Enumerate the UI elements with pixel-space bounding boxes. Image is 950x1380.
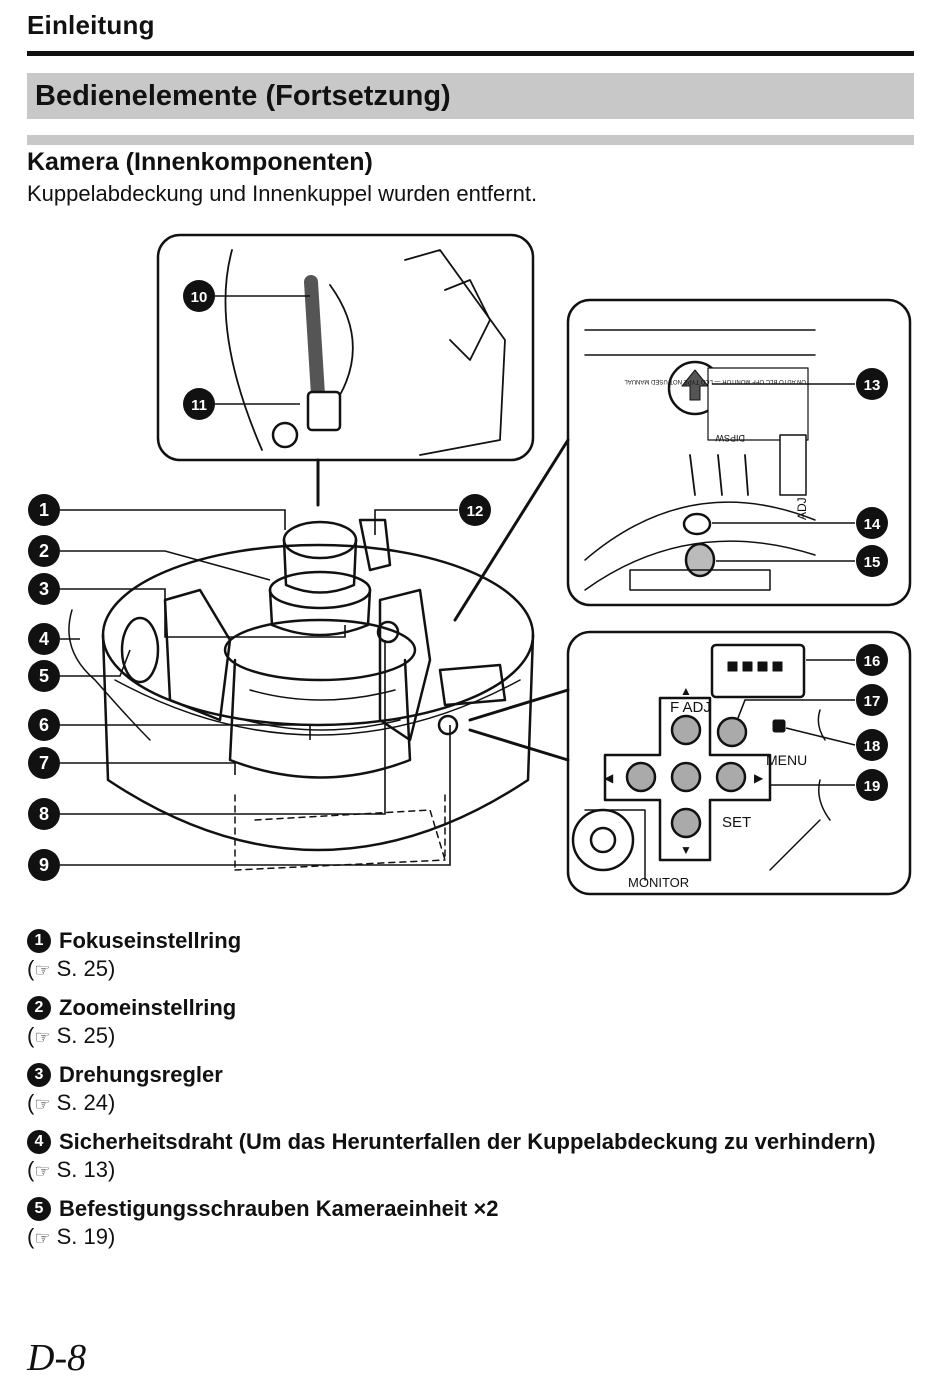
subsection-description: Kuppelabdeckung und Innenkuppel wurden e… <box>27 181 538 206</box>
camera-housing-illustration <box>68 518 535 871</box>
svg-text:7: 7 <box>39 753 49 773</box>
svg-text:8: 8 <box>39 804 49 824</box>
header-rule <box>27 51 914 56</box>
callout-12: 12 <box>459 494 491 526</box>
fadj-label: F ADJ <box>670 699 711 716</box>
svg-text:4: 4 <box>39 629 49 649</box>
page-title: Bedienelemente (Fortsetzung) <box>27 73 914 119</box>
menu-label: MENU <box>766 752 807 768</box>
arrow-right-icon: ▶ <box>754 771 764 785</box>
svg-text:5: 5 <box>39 666 49 686</box>
callout-5: 5 <box>28 660 60 692</box>
callout-9: 9 <box>28 849 60 881</box>
callout-16: 16 <box>856 644 888 676</box>
item-number-badge: 2 <box>27 996 51 1020</box>
svg-text:18: 18 <box>864 738 881 755</box>
callout-4: 4 <box>28 623 60 655</box>
callout-7: 7 <box>28 747 60 779</box>
item-label: Befestigungsschrauben Kameraeinheit ×2 <box>59 1196 499 1221</box>
svg-text:17: 17 <box>864 693 881 710</box>
arrow-up-icon: ▲ <box>680 684 692 698</box>
subsection-title: Kamera (Innenkomponenten) <box>27 148 373 176</box>
svg-text:19: 19 <box>864 778 881 795</box>
item-number-badge: 1 <box>27 929 51 953</box>
callout-10: 10 <box>183 280 215 312</box>
svg-text:11: 11 <box>191 397 207 414</box>
callout-6: 6 <box>28 709 60 741</box>
svg-text:14: 14 <box>864 516 881 533</box>
page-reference: (☞ S. 25) <box>27 1023 116 1048</box>
adj-label: ADJ <box>795 497 809 520</box>
arrow-down-icon: ▼ <box>680 843 692 857</box>
hand-pointer-icon: ☞ <box>34 1027 51 1047</box>
list-item: 5 Befestigungsschrauben Kameraeinheit ×2… <box>27 1196 907 1253</box>
detail-panel-wire <box>156 233 535 507</box>
hand-pointer-icon: ☞ <box>34 1161 51 1181</box>
page-reference: (☞ S. 24) <box>27 1090 116 1115</box>
callout-11: 11 <box>183 388 215 420</box>
callout-14: 14 <box>856 507 888 539</box>
callout-13: 13 <box>856 368 888 400</box>
svg-text:9: 9 <box>39 855 49 875</box>
callout-2: 2 <box>28 535 60 567</box>
callout-17: 17 <box>856 684 888 716</box>
svg-text:10: 10 <box>191 289 208 306</box>
callout-8: 8 <box>28 798 60 830</box>
list-item: 4 Sicherheitsdraht (Um das Herunterfalle… <box>27 1129 907 1186</box>
svg-text:13: 13 <box>864 377 881 394</box>
callout-3: 3 <box>28 573 60 605</box>
item-number-badge: 4 <box>27 1130 51 1154</box>
dipsw-label: DIPSW <box>715 433 745 443</box>
item-label: Drehungsregler <box>59 1062 223 1087</box>
item-label: Zoomeinstellring <box>59 995 237 1020</box>
hand-pointer-icon: ☞ <box>34 1228 51 1248</box>
page-reference: (☞ S. 25) <box>27 956 116 981</box>
svg-text:1: 1 <box>39 500 49 520</box>
callout-15: 15 <box>856 545 888 577</box>
svg-text:2: 2 <box>39 541 49 561</box>
svg-text:6: 6 <box>39 715 49 735</box>
svg-text:3: 3 <box>39 579 49 599</box>
list-item: 1 Fokuseinstellring (☞ S. 25) <box>27 928 907 985</box>
component-list: 1 Fokuseinstellring (☞ S. 25) 2 Zoomeins… <box>27 928 907 1263</box>
list-item: 3 Drehungsregler (☞ S. 24) <box>27 1062 907 1119</box>
section-heading: Einleitung <box>27 10 155 40</box>
arrow-left-icon: ◀ <box>604 771 614 785</box>
page-number: D-8 <box>27 1337 87 1379</box>
list-item: 2 Zoomeinstellring (☞ S. 25) <box>27 995 907 1052</box>
switch-label-text: ON AUTO BLC OFF MONITOR — LCD TYPE NOT U… <box>624 378 806 384</box>
detail-panel-switches <box>453 298 912 622</box>
hand-pointer-icon: ☞ <box>34 1094 51 1114</box>
hand-pointer-icon: ☞ <box>34 960 51 980</box>
set-label: SET <box>722 814 751 831</box>
svg-text:12: 12 <box>467 503 484 520</box>
callout-19: 19 <box>856 769 888 801</box>
detail-panel-buttons <box>468 630 912 896</box>
title-divider <box>27 135 914 145</box>
item-number-badge: 5 <box>27 1197 51 1221</box>
callout-1: 1 <box>28 494 60 526</box>
callout-18: 18 <box>856 729 888 761</box>
page-reference: (☞ S. 13) <box>27 1157 116 1182</box>
camera-internals-diagram: F ADJ SET MENU MONITOR ADJ DIPSW ON AUTO… <box>28 233 912 896</box>
page-reference: (☞ S. 19) <box>27 1224 116 1249</box>
item-label: Fokuseinstellring <box>59 928 242 953</box>
svg-text:15: 15 <box>864 554 881 571</box>
monitor-label: MONITOR <box>628 875 689 890</box>
svg-text:16: 16 <box>864 653 881 670</box>
item-label: Sicherheitsdraht (Um das Herunterfallen … <box>59 1129 876 1154</box>
item-number-badge: 3 <box>27 1063 51 1087</box>
